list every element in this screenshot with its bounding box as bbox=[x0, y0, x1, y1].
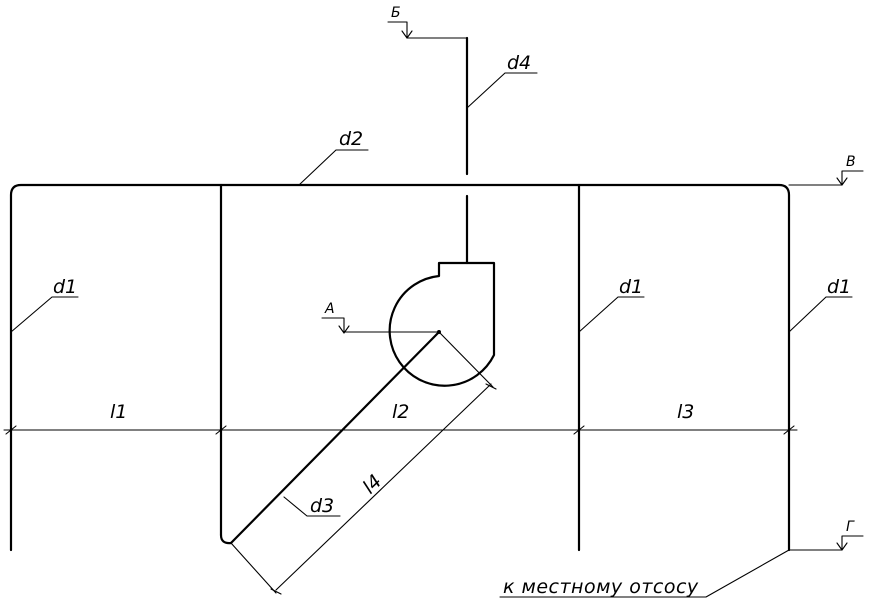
label-l2: l2 bbox=[392, 401, 409, 423]
label-l1: l1 bbox=[110, 401, 127, 423]
dim-line-l4 bbox=[275, 383, 492, 591]
dim-ext-line-bottom bbox=[230, 542, 277, 594]
branch-duct-bottom-bend bbox=[219, 533, 233, 545]
label-d3: d3 bbox=[310, 495, 334, 517]
label-d1-mid: d1 bbox=[619, 276, 643, 298]
dim-tick bbox=[783, 425, 795, 435]
label-d4: d4 bbox=[507, 52, 531, 74]
section-marker-a-arrow bbox=[338, 325, 350, 334]
section-marker-g-arrow bbox=[836, 542, 848, 551]
label-l4: l4 bbox=[359, 470, 387, 498]
section-marker-a bbox=[321, 317, 440, 333]
leader-d3 bbox=[283, 496, 341, 517]
label-section-v: В bbox=[846, 154, 856, 170]
leader-d2 bbox=[298, 149, 369, 186]
leader-note bbox=[499, 549, 790, 598]
suction-duct-d3 bbox=[229, 330, 441, 545]
dim-tick bbox=[485, 383, 497, 390]
label-l3: l3 bbox=[677, 401, 694, 423]
leader-d1-mid bbox=[578, 296, 645, 333]
dim-tick bbox=[270, 588, 282, 595]
fan-housing bbox=[388, 261, 496, 387]
label-section-b: Б bbox=[391, 5, 401, 21]
label-section-a: А bbox=[324, 301, 335, 317]
label-d1-right: d1 bbox=[827, 276, 851, 298]
dim-ext-line-top bbox=[438, 331, 494, 388]
leader-d1-right bbox=[788, 296, 853, 333]
note-to-local-exhaust: к местному отсосу bbox=[503, 576, 699, 598]
label-d2: d2 bbox=[339, 128, 363, 150]
leader-d4 bbox=[466, 72, 538, 109]
label-section-g: Г bbox=[846, 519, 855, 535]
section-marker-v-arrow bbox=[836, 177, 848, 186]
leader-d1-left bbox=[10, 296, 79, 333]
label-d1-left: d1 bbox=[53, 276, 77, 298]
dim-tick bbox=[5, 425, 17, 435]
section-marker-b bbox=[387, 21, 468, 39]
section-marker-b-arrow bbox=[401, 30, 413, 39]
dim-tick bbox=[573, 425, 585, 435]
dim-tick bbox=[215, 425, 227, 435]
main-duct-d2 bbox=[9, 183, 791, 552]
section-marker-g bbox=[788, 535, 864, 551]
section-marker-v bbox=[788, 170, 864, 186]
